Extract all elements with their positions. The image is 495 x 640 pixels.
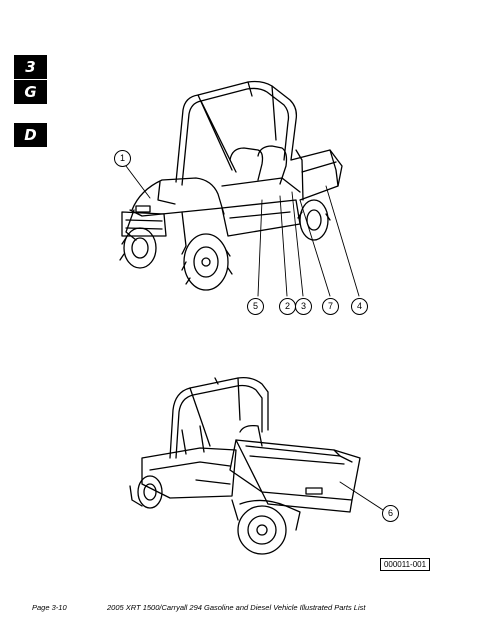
callout-7: 7 [322, 298, 339, 315]
top-leader-lines [125, 165, 360, 297]
callout-5: 5 [247, 298, 264, 315]
callout-4: 4 [351, 298, 368, 315]
document-title: 2005 XRT 1500/Carryall 294 Gasoline and … [107, 603, 366, 612]
page-number: Page 3-10 [32, 603, 67, 612]
section-tab-g: G [14, 80, 47, 104]
figure-id: 000011-001 [380, 558, 430, 571]
bottom-vehicle-drawing [129, 376, 361, 555]
top-vehicle-drawing [119, 80, 343, 291]
bottom-leader-lines [339, 481, 384, 511]
section-tab-3: 3 [14, 55, 47, 79]
callout-1: 1 [114, 150, 131, 167]
callout-3: 3 [295, 298, 312, 315]
section-tab-d: D [14, 123, 47, 147]
callout-2: 2 [279, 298, 296, 315]
callout-6: 6 [382, 505, 399, 522]
